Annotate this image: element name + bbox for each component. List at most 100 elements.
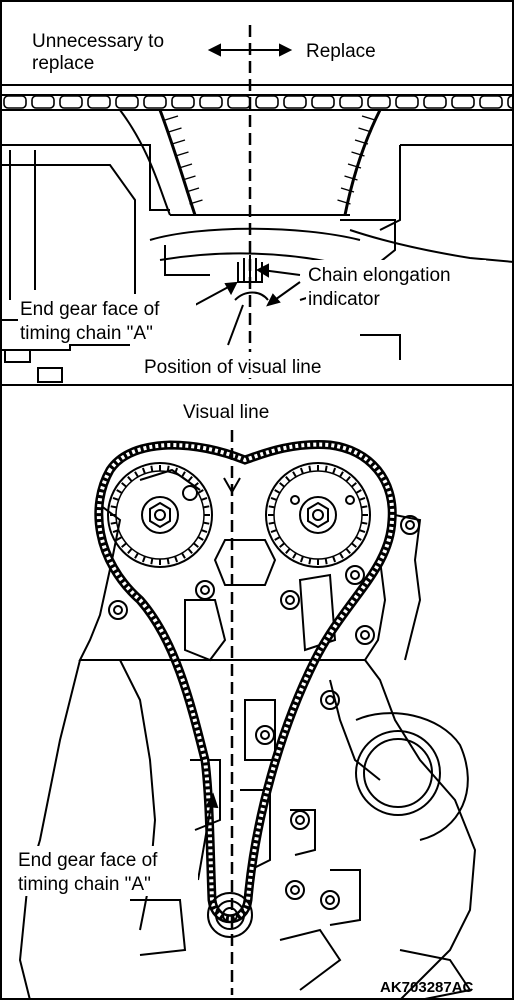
cam-tooth bbox=[339, 552, 344, 559]
cam-tooth bbox=[127, 476, 133, 482]
cam-tooth bbox=[285, 476, 291, 482]
unnecessary-label-line2: replace bbox=[32, 53, 94, 74]
cam-tooth bbox=[187, 476, 193, 482]
cam-tooth bbox=[361, 521, 368, 525]
bolt-center bbox=[260, 730, 270, 740]
bolt-center bbox=[325, 895, 335, 905]
bolt-icon bbox=[355, 625, 375, 645]
cam-tooth bbox=[116, 489, 123, 494]
chain-link bbox=[311, 95, 335, 109]
bolt-icon bbox=[320, 690, 340, 710]
chain-link bbox=[367, 95, 391, 109]
engine-bolts bbox=[100, 515, 420, 910]
cam-tooth bbox=[351, 542, 357, 548]
bottom-leaders bbox=[197, 792, 219, 881]
chain-link bbox=[31, 95, 55, 109]
cam-tooth bbox=[193, 482, 199, 488]
chain-link bbox=[115, 95, 139, 109]
sprocket-tooth bbox=[185, 187, 200, 193]
chain-link bbox=[255, 95, 279, 109]
chain-link bbox=[283, 95, 307, 109]
cam-tooth bbox=[332, 556, 337, 563]
intake-cam-sprocket bbox=[107, 462, 213, 568]
cam-tooth bbox=[150, 558, 154, 565]
replace-label: Replace bbox=[306, 41, 376, 62]
cam-tooth bbox=[279, 542, 285, 548]
bolt-icon bbox=[255, 725, 275, 745]
chain-indicator-label-line2: indicator bbox=[308, 289, 380, 310]
cam-tooth bbox=[112, 529, 119, 534]
sprocket-tooth bbox=[178, 163, 193, 169]
bolt-center bbox=[290, 885, 300, 895]
bolt-icon bbox=[320, 890, 340, 910]
bolt-icon bbox=[290, 810, 310, 830]
cam-tooth bbox=[110, 505, 117, 509]
cam-tooth bbox=[181, 471, 186, 478]
chain-link bbox=[451, 95, 475, 109]
cam-tooth bbox=[270, 529, 277, 534]
cam-tooth bbox=[351, 482, 357, 488]
cam-tooth bbox=[274, 536, 281, 541]
cam-tooth bbox=[339, 471, 344, 478]
chain-link bbox=[143, 95, 167, 109]
bolt-icon bbox=[345, 565, 365, 585]
cam-tooth bbox=[134, 471, 139, 478]
bolt-center bbox=[113, 605, 123, 615]
sprocket-teeth bbox=[110, 465, 368, 565]
top-end-gear-label-line1: End gear face of bbox=[20, 299, 160, 320]
cam-tooth bbox=[141, 467, 146, 474]
chain-indicator-label-line1: Chain elongation bbox=[308, 265, 451, 286]
cam-tooth bbox=[274, 489, 281, 494]
bolt-center bbox=[405, 520, 415, 530]
sprocket-tooth bbox=[361, 115, 376, 121]
visual-line-arrow-icon bbox=[223, 477, 241, 495]
cam-tooth bbox=[292, 471, 297, 478]
cam-tooth bbox=[308, 558, 312, 565]
cam-tooth bbox=[187, 548, 193, 554]
bolt-center bbox=[285, 595, 295, 605]
sprocket-tooth bbox=[347, 163, 362, 169]
top-leaders bbox=[194, 43, 301, 346]
bolt-icon bbox=[400, 515, 420, 535]
chain-link bbox=[395, 95, 419, 109]
cam-tooth bbox=[174, 467, 179, 474]
cam-tooth bbox=[166, 465, 170, 472]
cam-tooth bbox=[359, 496, 366, 501]
bolt-center bbox=[350, 570, 360, 580]
cam-tooth bbox=[270, 496, 277, 501]
sprocket-tooth bbox=[171, 139, 186, 145]
cam-tooth bbox=[134, 552, 139, 559]
crankshaft-sprocket bbox=[207, 892, 253, 938]
cam-tooth bbox=[193, 542, 199, 548]
bottom-end-gear-label-line2: timing chain "A" bbox=[18, 874, 151, 895]
cam-tooth bbox=[166, 558, 170, 565]
exhaust-cam-sprocket bbox=[265, 462, 371, 568]
cam-tooth bbox=[150, 465, 154, 472]
bolt-center bbox=[360, 630, 370, 640]
figure-code: AK703287AC bbox=[380, 979, 474, 996]
cam-tooth bbox=[181, 552, 186, 559]
chain-link bbox=[87, 95, 111, 109]
cam-tooth bbox=[112, 496, 119, 501]
cam-tooth bbox=[197, 536, 204, 541]
cam-tooth bbox=[203, 505, 210, 509]
cam-tooth bbox=[359, 529, 366, 534]
chain-link bbox=[339, 95, 363, 109]
sprocket-tooth bbox=[344, 175, 358, 181]
cam-tooth bbox=[201, 496, 208, 501]
top-chain-links bbox=[3, 95, 514, 109]
top-end-gear-label-line2: timing chain "A" bbox=[20, 323, 153, 344]
chain-link bbox=[199, 95, 223, 109]
cam-tooth bbox=[279, 482, 285, 488]
chain-link bbox=[227, 95, 251, 109]
sprocket-tooth bbox=[189, 199, 203, 205]
chain-link bbox=[423, 95, 447, 109]
bolt-icon bbox=[280, 590, 300, 610]
chain-link bbox=[3, 95, 27, 109]
cam-tooth bbox=[332, 467, 337, 474]
visual-line-label: Visual line bbox=[183, 402, 269, 423]
sprocket-tooth bbox=[175, 151, 189, 157]
cam-tooth bbox=[324, 558, 328, 565]
